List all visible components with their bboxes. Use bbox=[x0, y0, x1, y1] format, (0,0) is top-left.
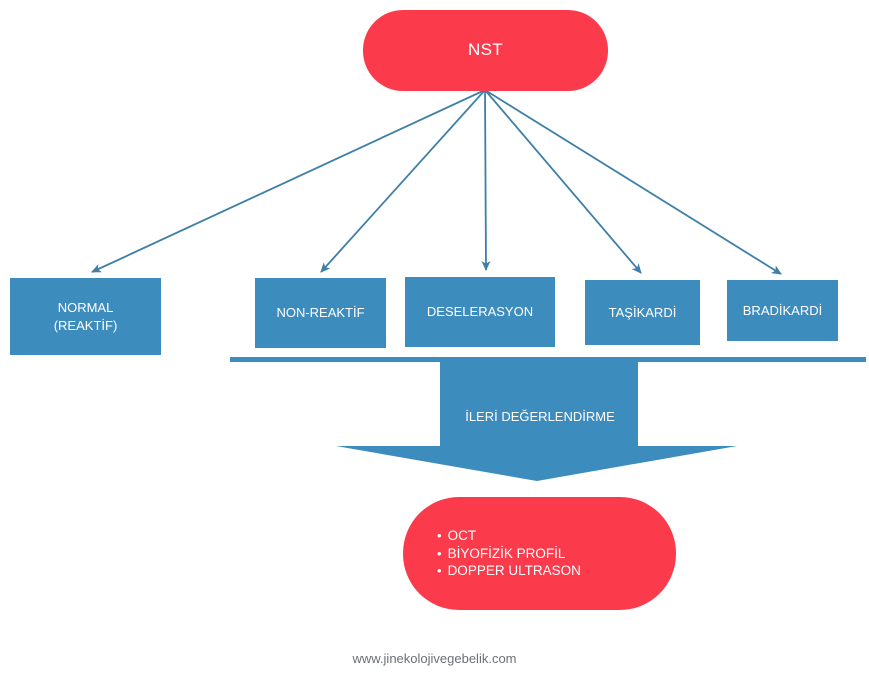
list-item: • OCT bbox=[437, 527, 581, 545]
connector-to-tasikardi bbox=[484, 89, 642, 274]
connector-to-bradikardi bbox=[484, 89, 782, 275]
node-nst-label: NST bbox=[468, 40, 503, 60]
connector-to-normal bbox=[91, 89, 486, 273]
node-normal-reaktif-label: NORMAL (REAKTİF) bbox=[53, 300, 118, 333]
list-item-label: OCT bbox=[447, 527, 477, 543]
down-arrow-label: İLERİ DEĞERLENDİRME bbox=[465, 409, 615, 424]
node-deselerasyon[interactable]: DESELERASYON bbox=[405, 277, 555, 347]
list-item-label: DOPPER ULTRASON bbox=[447, 563, 581, 579]
node-ileri-degerlendirme-results[interactable]: • OCT • BİYOFİZİK PROFİL • DOPPER ULTRAS… bbox=[403, 497, 676, 610]
node-tasikardi-label: TAŞİKARDİ bbox=[608, 304, 677, 320]
node-non-reaktif-label: NON-REAKTİF bbox=[276, 305, 365, 321]
findings-list: • OCT • BİYOFİZİK PROFİL • DOPPER ULTRAS… bbox=[437, 527, 581, 581]
node-non-reaktif[interactable]: NON-REAKTİF bbox=[255, 278, 386, 348]
node-normal-reaktif[interactable]: NORMAL (REAKTİF) bbox=[10, 278, 161, 355]
bullet-icon: • bbox=[437, 545, 442, 561]
node-deselerasyon-label: DESELERASYON bbox=[426, 304, 534, 320]
down-arrow-shape bbox=[336, 358, 737, 481]
node-nst[interactable]: NST bbox=[363, 10, 608, 91]
node-tasikardi[interactable]: TAŞİKARDİ bbox=[585, 280, 700, 345]
bullet-icon: • bbox=[437, 527, 442, 543]
list-item: • BİYOFİZİK PROFİL bbox=[437, 545, 581, 563]
watermark-url: www.jinekolojivegebelik.com bbox=[352, 651, 517, 666]
list-item-label: BİYOFİZİK PROFİL bbox=[447, 545, 566, 561]
connector-to-non-reaktif bbox=[320, 89, 486, 273]
node-bradikardi-label: BRADİKARDİ bbox=[742, 302, 823, 318]
bullet-icon: • bbox=[437, 563, 442, 579]
node-bradikardi[interactable]: BRADİKARDİ bbox=[727, 280, 838, 341]
connector-to-deselerasyon bbox=[481, 89, 491, 271]
list-item: • DOPPER ULTRASON bbox=[437, 562, 581, 580]
